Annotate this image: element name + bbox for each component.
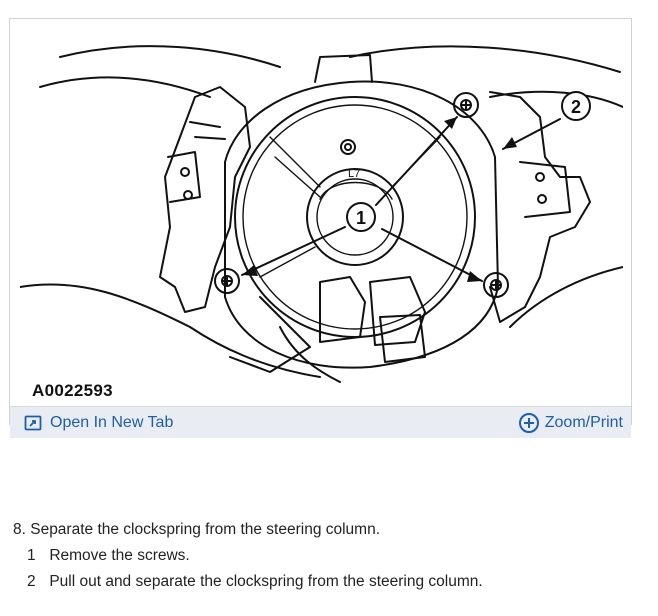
substep-number: 2 <box>27 573 36 590</box>
step-heading: 8. Separate the clockspring from the ste… <box>13 521 381 538</box>
open-in-new-tab-label: Open In New Tab <box>50 414 174 431</box>
open-in-new-tab-icon <box>24 415 42 431</box>
procedure-steps: 8. Separate the clockspring from the ste… <box>13 517 643 595</box>
figure-card: L7 <box>9 18 632 438</box>
callout-1: 1 <box>356 208 366 228</box>
substep: 1 Remove the screws. <box>13 543 643 569</box>
clockspring-illustration: L7 <box>20 45 623 383</box>
plus-circle-icon <box>518 413 539 433</box>
svg-text:L7: L7 <box>348 168 360 180</box>
substep: 2 Pull out and separate the clockspring … <box>13 569 643 595</box>
figure-toolbar: Open In New Tab Zoom/Print <box>10 406 631 438</box>
zoom-print-link[interactable]: Zoom/Print <box>518 411 623 435</box>
substep-number: 1 <box>27 547 36 564</box>
substep-text: Remove the screws. <box>49 547 190 564</box>
figure-id: A0022593 <box>32 381 113 400</box>
substep-text: Pull out and separate the clockspring fr… <box>49 573 483 590</box>
zoom-print-label: Zoom/Print <box>544 414 623 431</box>
callout-2: 2 <box>571 97 581 117</box>
open-in-new-tab-link[interactable]: Open In New Tab <box>24 411 173 435</box>
